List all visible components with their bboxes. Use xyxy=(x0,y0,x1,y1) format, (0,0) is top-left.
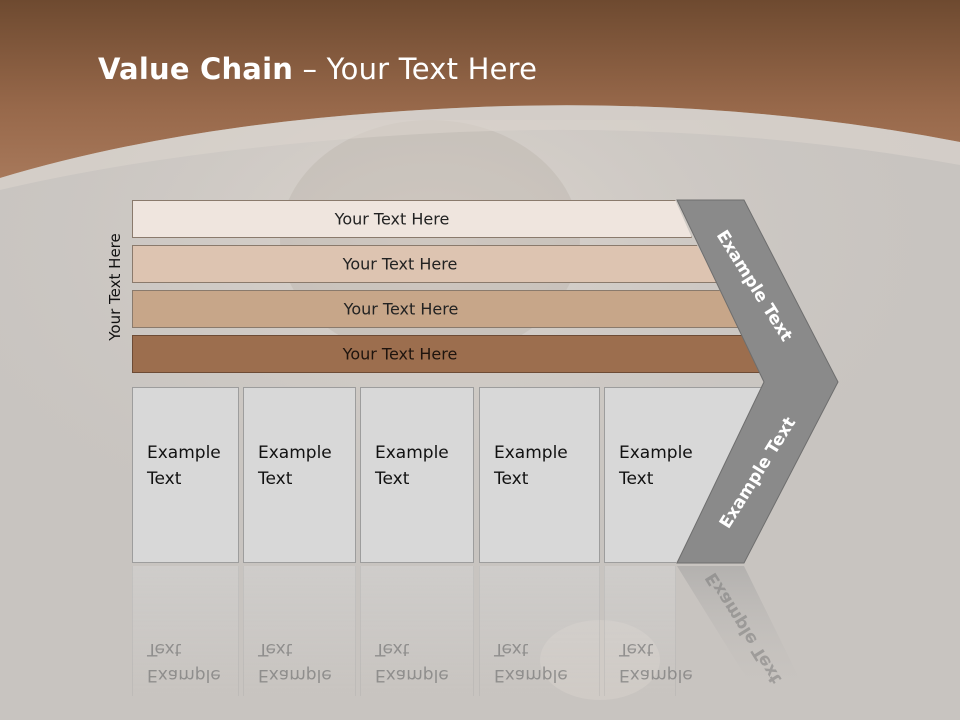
value-bar-label: Your Text Here xyxy=(343,299,459,319)
activity-box-reflection: Example Text xyxy=(132,566,239,696)
value-bar-1: Your Text Here xyxy=(132,200,692,238)
reflection-label: Example Text xyxy=(147,639,221,685)
reflection-label: Example Text xyxy=(258,639,332,685)
value-bar-3: Your Text Here xyxy=(132,290,740,328)
title-bold: Value Chain xyxy=(98,52,294,86)
reflection-label: Example Text xyxy=(619,639,693,685)
activity-box-2: Example Text xyxy=(243,387,356,563)
activity-box-label: Example Text xyxy=(147,443,221,489)
value-bar-label: Your Text Here xyxy=(342,254,458,274)
value-bar-label: Your Text Here xyxy=(334,209,450,229)
side-label: Your Text Here xyxy=(106,233,124,341)
activity-box-label: Example Text xyxy=(375,443,449,489)
activity-box-1: Example Text xyxy=(132,387,239,563)
activity-box-4: Example Text xyxy=(479,387,600,563)
activity-box-3: Example Text xyxy=(360,387,474,563)
value-bar-4: Your Text Here xyxy=(132,335,764,373)
value-bar-label: Your Text Here xyxy=(342,344,458,364)
activity-box-label: Example Text xyxy=(619,443,693,489)
activity-box-reflection: Example Text xyxy=(604,566,693,696)
title-rest: – Your Text Here xyxy=(293,52,538,86)
slide-title: Value Chain – Your Text Here xyxy=(98,52,537,86)
reflection-label: Example Text xyxy=(375,639,449,685)
activity-box-label: Example Text xyxy=(258,443,332,489)
reflection-label: Example Text xyxy=(494,639,568,685)
activity-box-reflection: Example Text xyxy=(479,566,600,696)
activity-box-label: Example Text xyxy=(494,443,568,489)
activity-box-reflection: Example Text xyxy=(243,566,356,696)
value-bar-2: Your Text Here xyxy=(132,245,718,283)
activity-box-reflection: Example Text xyxy=(360,566,474,696)
